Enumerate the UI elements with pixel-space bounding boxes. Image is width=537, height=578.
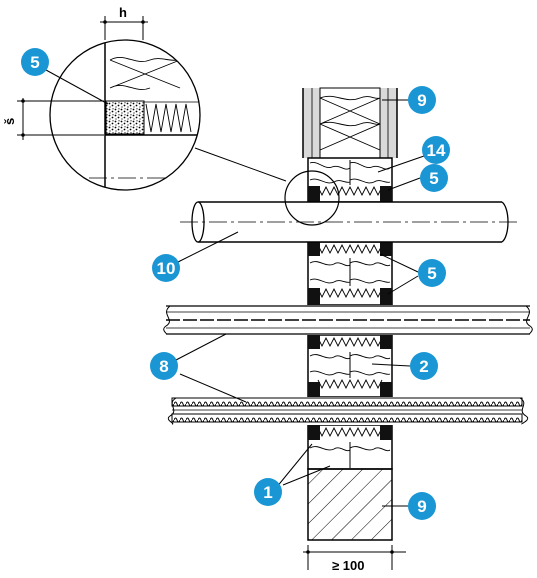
callout-5-pipe: 5 (420, 164, 448, 192)
leader-lines (45, 69, 425, 507)
callout-9-bottom: 9 (408, 492, 436, 520)
detail-reference-circle (284, 170, 340, 226)
wall-lower-section (307, 468, 393, 541)
callout-9-bottom-label: 9 (417, 497, 426, 516)
callout-2-label: 2 (419, 357, 428, 376)
callout-2: 2 (410, 352, 438, 380)
detail-circle (49, 39, 287, 191)
seal-block-top (307, 157, 393, 203)
callout-5-middle-label: 5 (427, 264, 436, 283)
cable-tray (163, 305, 533, 335)
dimension-h-label: h (119, 5, 127, 20)
wall (302, 87, 398, 541)
seal-block-bottom (307, 424, 393, 470)
dimension-h: h (100, 5, 148, 40)
callout-5-detail: 5 (21, 48, 49, 76)
dimension-wall-width: ≥ 100 (303, 545, 406, 573)
callout-1: 1 (254, 478, 282, 506)
dimension-s: š (2, 98, 104, 140)
callout-14-label: 14 (427, 141, 446, 160)
callout-14: 14 (422, 136, 450, 164)
callout-8-label: 8 (159, 357, 168, 376)
seal-block-lower (307, 334, 393, 398)
wall-upper-section (302, 87, 398, 159)
callout-10: 10 (152, 254, 180, 282)
callout-8: 8 (150, 352, 178, 380)
callout-9-top: 9 (408, 86, 436, 114)
callout-1-label: 1 (263, 483, 272, 502)
corrugated-conduits (167, 397, 529, 425)
callout-5-pipe-label: 5 (429, 169, 438, 188)
dimension-s-label: š (2, 118, 17, 125)
callout-5-detail-label: 5 (30, 53, 39, 72)
seal-block-middle (307, 241, 393, 306)
dimension-wall-width-label: ≥ 100 (332, 558, 364, 573)
pipe (180, 201, 520, 243)
callout-9-top-label: 9 (417, 91, 426, 110)
callout-10-label: 10 (157, 259, 176, 278)
callout-5-middle: 5 (418, 259, 446, 287)
